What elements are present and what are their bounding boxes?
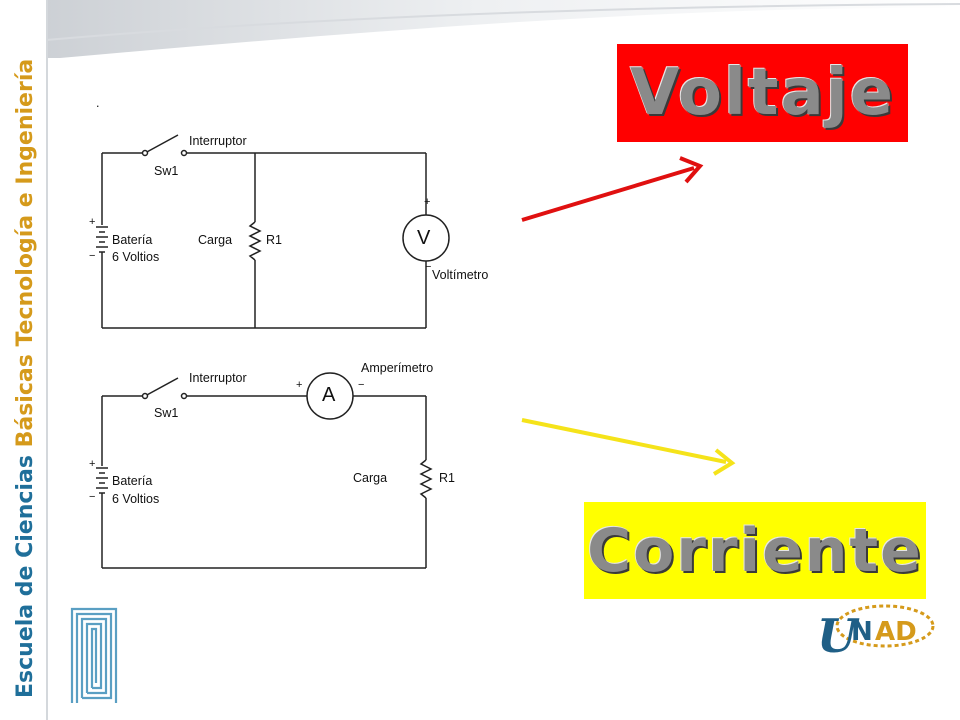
current-battery-value: 6 Voltios xyxy=(112,492,160,506)
school-title-part1: Escuela de Ciencias xyxy=(13,447,38,698)
voltage-load-label: Carga xyxy=(198,233,233,247)
current-resistor-id: R1 xyxy=(439,471,455,485)
voltmeter-label: Voltímetro xyxy=(432,268,489,282)
voltage-battery-value: 6 Voltios xyxy=(112,250,160,264)
ammeter-minus: − xyxy=(358,379,365,391)
voltage-battery-plus: + xyxy=(89,216,96,228)
top-swoosh-decoration xyxy=(0,0,960,58)
ammeter-label: Amperímetro xyxy=(361,361,434,375)
voltage-battery-minus: − xyxy=(89,250,96,262)
corriente-title-box: Corriente xyxy=(584,502,926,599)
vertical-school-title: Escuela de Ciencias Básicas Tecnología e… xyxy=(6,30,40,700)
current-load-label: Carga xyxy=(353,471,388,485)
voltmeter-symbol: V xyxy=(417,227,431,249)
voltaje-title-box: Voltaje xyxy=(617,44,908,142)
voltaje-title: Voltaje xyxy=(629,56,896,130)
current-battery-minus: − xyxy=(89,491,96,503)
current-switch-id: Sw1 xyxy=(154,406,179,420)
current-battery-plus: + xyxy=(89,458,96,470)
ammeter-symbol: A xyxy=(322,384,336,406)
sidebar: Escuela de Ciencias Básicas Tecnología e… xyxy=(0,0,48,720)
circuit-diagrams: . Interruptor Sw1 + − Batería 6 Voltios … xyxy=(60,90,530,590)
ammeter-plus: + xyxy=(296,379,303,391)
voltaje-arrow xyxy=(521,166,695,222)
unad-logo-ad: AD xyxy=(875,617,917,647)
voltmeter-plus: + xyxy=(424,196,431,208)
svg-text:Escuela de Ciencias Básicas Te: Escuela de Ciencias Básicas Tecnología e… xyxy=(13,59,38,698)
unad-logo-u: U xyxy=(817,609,860,660)
voltage-dot: . xyxy=(96,96,100,110)
current-battery-label: Batería xyxy=(112,474,153,488)
unad-logo: U N AD xyxy=(817,604,935,660)
unad-logo-n: N xyxy=(851,617,873,647)
school-title-part3: e Ingeniería xyxy=(13,59,38,207)
voltage-battery-label: Batería xyxy=(112,233,153,247)
voltage-switch-id: Sw1 xyxy=(154,164,179,178)
school-title-part2: Básicas Tecnología xyxy=(13,207,38,447)
voltage-switch-label: Interruptor xyxy=(189,134,247,148)
corriente-arrow xyxy=(521,418,727,464)
corriente-title: Corriente xyxy=(587,515,923,586)
corriente-arrowhead xyxy=(712,448,736,476)
voltmeter-minus: − xyxy=(425,261,432,273)
voltage-resistor-id: R1 xyxy=(266,233,282,247)
maze-logo xyxy=(70,607,118,703)
current-switch-label: Interruptor xyxy=(189,371,247,385)
voltaje-arrowhead xyxy=(679,156,704,184)
